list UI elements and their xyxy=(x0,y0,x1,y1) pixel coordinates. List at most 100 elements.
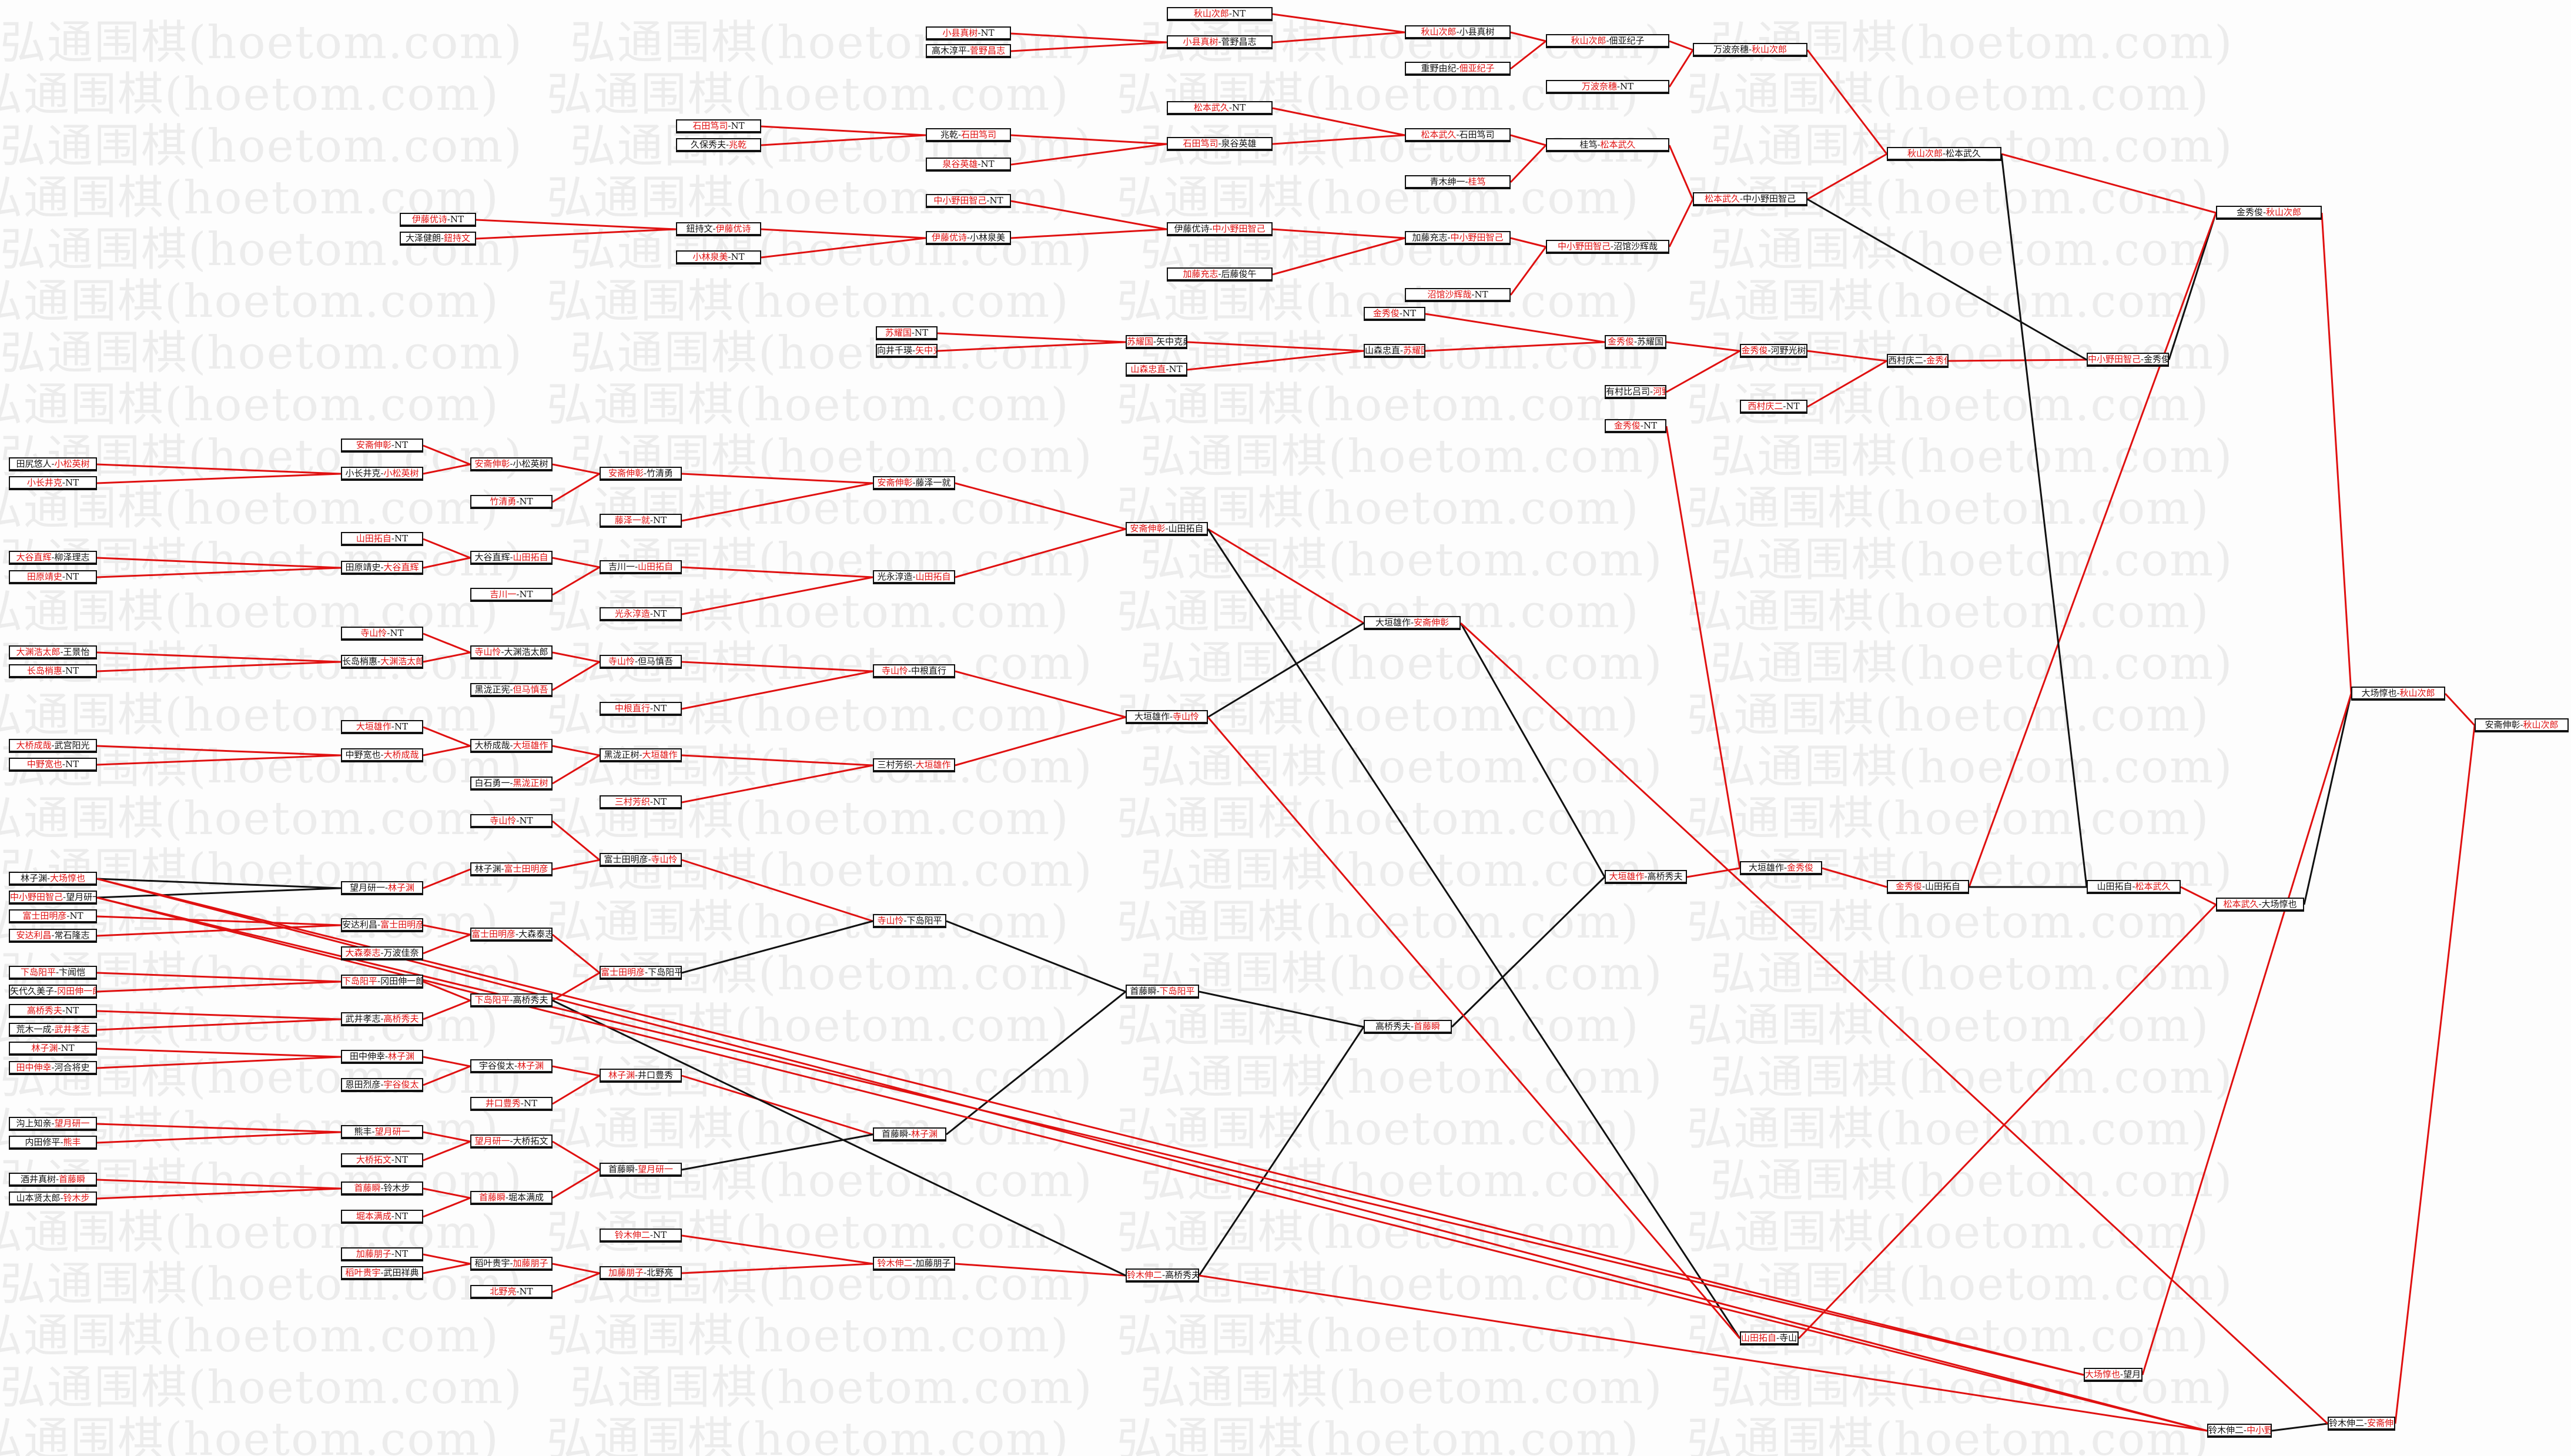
separator: - xyxy=(911,327,915,338)
match-box: 田中伸幸-林子渊 xyxy=(341,1050,423,1064)
player-right: 大森泰志 xyxy=(518,929,553,939)
player-right: 小松英树 xyxy=(54,458,90,469)
separator: - xyxy=(1456,129,1459,140)
player-left: 山森忠直 xyxy=(1365,345,1401,356)
bracket-connector xyxy=(423,1253,471,1265)
player-right: 中小野田智己 xyxy=(2247,1425,2272,1435)
match-box: 藤泽一就-NT xyxy=(600,514,682,528)
bracket-connector xyxy=(1807,198,2087,361)
bracket-connector xyxy=(937,332,1126,343)
separator: - xyxy=(977,159,981,169)
player-right: NT xyxy=(394,1249,409,1259)
match-box: 安斋伸彰-竹清勇 xyxy=(600,467,682,481)
player-left: 吉川一 xyxy=(490,589,517,600)
player-right: 大垣雄作 xyxy=(513,740,548,751)
player-right: 佃亚纪子 xyxy=(1459,63,1495,73)
player-right: 加藤朋子 xyxy=(915,1258,951,1268)
player-left: 苏耀国 xyxy=(885,327,912,338)
player-right: NT xyxy=(394,533,409,544)
bracket-connector xyxy=(1807,360,1887,408)
player-left: 铃木伸二 xyxy=(877,1258,913,1268)
bracket-connector xyxy=(761,125,926,136)
bracket-connector xyxy=(423,538,471,559)
player-right: NT xyxy=(65,665,79,676)
player-right: 兆乾 xyxy=(729,139,747,150)
player-right: NT xyxy=(1169,364,1183,374)
separator: - xyxy=(60,1137,63,1147)
player-left: 金秀俊 xyxy=(1741,345,1768,356)
bracket-connector xyxy=(423,444,471,466)
separator: - xyxy=(380,1079,384,1090)
match-box: 林子渊-NT xyxy=(9,1042,97,1056)
match-box: 金秀俊-河野光树 xyxy=(1740,344,1807,358)
separator: - xyxy=(725,139,729,150)
player-right: 大渊浩太郎 xyxy=(380,656,423,667)
match-box: 田原靖史-NT xyxy=(9,570,97,584)
player-right: 林子渊 xyxy=(388,1051,415,1062)
separator: - xyxy=(650,515,653,526)
separator: - xyxy=(634,1164,638,1174)
match-box: 中野宽也-大桥成哉 xyxy=(341,748,423,762)
bracket-connector xyxy=(1010,228,1167,239)
match-box: 田中伸幸-河合将史 xyxy=(9,1061,97,1075)
player-left: 安斋伸彰 xyxy=(2485,719,2520,730)
player-left: 山田拓自 xyxy=(356,533,391,544)
player-left: 首藤瞬 xyxy=(478,1192,506,1203)
player-left: 松本武久 xyxy=(2223,899,2259,909)
player-left: 下岛阳平 xyxy=(342,976,378,986)
bracket-connector xyxy=(761,237,926,259)
player-right: 但马慎吾 xyxy=(638,656,674,667)
player-left: 山田拓自 xyxy=(2097,881,2133,892)
bracket-connector xyxy=(681,661,873,672)
player-right: NT xyxy=(652,515,667,526)
player-left: 矢代久美子 xyxy=(10,986,55,996)
player-left: 恩田烈彦 xyxy=(345,1079,381,1090)
player-right: 大垣雄作 xyxy=(642,749,678,760)
match-box: 大桥成哉-大垣雄作 xyxy=(470,739,553,753)
bracket-connector xyxy=(681,859,873,922)
player-right: 黑泷正树 xyxy=(513,778,548,788)
player-left: 伊藤优诗 xyxy=(1174,223,1210,234)
bracket-connector xyxy=(423,980,471,1002)
bracket-connector xyxy=(681,482,873,522)
player-left: 林子渊 xyxy=(31,1043,58,1053)
player-left: 加藤朋子 xyxy=(356,1249,391,1259)
match-box: 黑泷正树-大垣雄作 xyxy=(600,748,682,762)
separator: - xyxy=(2364,1418,2368,1428)
separator: - xyxy=(1218,269,1221,279)
match-box: 熊丰-望月研一 xyxy=(341,1125,423,1139)
separator: - xyxy=(1456,26,1459,37)
bracket-connector xyxy=(2000,153,2088,888)
match-box: 山森忠直-苏耀国 xyxy=(1364,344,1425,358)
match-box: 石田笃司-泉谷英雄 xyxy=(1167,137,1273,151)
separator: - xyxy=(510,458,513,469)
match-box: 金秀俊-NT xyxy=(1364,307,1425,321)
player-left: 堀本满成 xyxy=(356,1211,391,1221)
match-box: 大垣雄作-金秀俊 xyxy=(1740,861,1822,875)
player-left: 富士田明彦 xyxy=(604,854,648,865)
player-left: 大垣雄作 xyxy=(1609,871,1645,882)
player-right: 金秀俊 xyxy=(2144,354,2169,364)
bracket-connector xyxy=(1510,40,1546,70)
player-right: 秋山次郎 xyxy=(2266,207,2302,217)
player-right: 藤泽一就 xyxy=(915,477,951,488)
bracket-connector xyxy=(423,651,471,663)
player-right: 冈田伸一郎 xyxy=(57,986,97,996)
bracket-connector xyxy=(423,1263,471,1274)
bracket-connector xyxy=(96,980,342,993)
match-box: 大谷直辉-柳泽理志 xyxy=(9,551,97,565)
bracket-connector xyxy=(423,463,471,475)
player-left: 小县真树 xyxy=(942,28,978,38)
match-box: 金秀俊-秋山次郎 xyxy=(2216,206,2322,220)
separator: - xyxy=(516,589,520,600)
match-box: 苏耀国-NT xyxy=(876,326,938,340)
bracket-connector xyxy=(1425,341,1605,352)
separator: - xyxy=(958,129,962,140)
match-box: 铃木伸二-安斋伸彰 xyxy=(2328,1417,2395,1431)
bracket-connector xyxy=(96,651,342,663)
player-left: 山田拓自 xyxy=(1741,1333,1777,1343)
match-box: 安斋伸彰-秋山次郎 xyxy=(2475,718,2569,732)
separator: - xyxy=(55,967,59,978)
match-box: 小县真树-菅野昌志 xyxy=(1167,35,1273,49)
